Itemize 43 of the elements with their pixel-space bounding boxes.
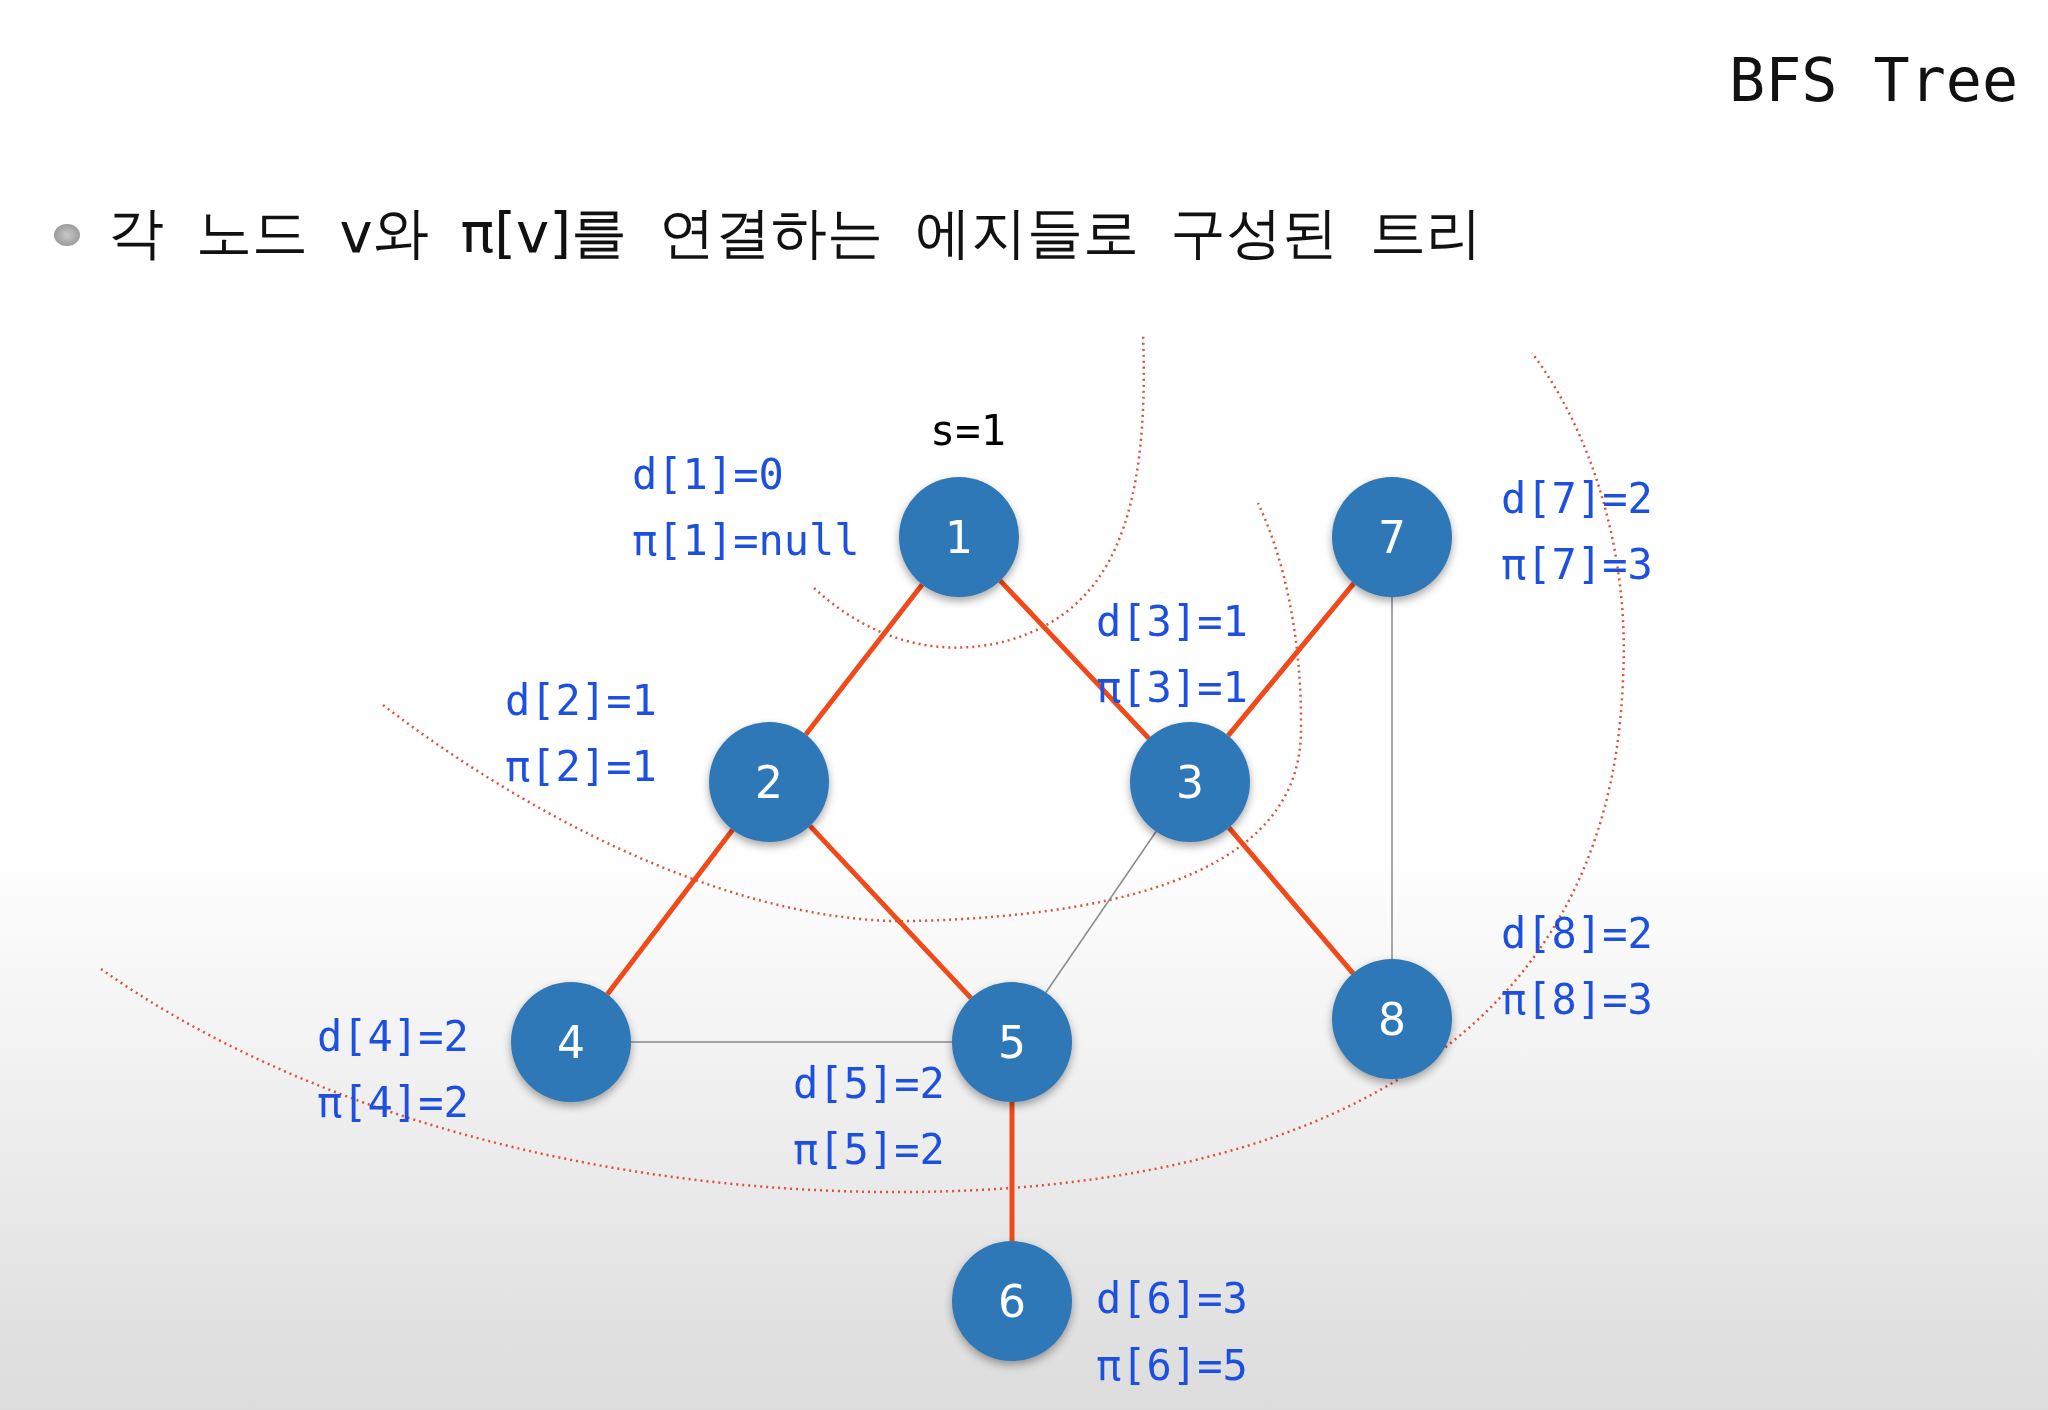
slide-title: BFS Tree — [1729, 45, 2018, 115]
vertex-circle — [952, 982, 1072, 1102]
distance-label: d[1]=0 — [632, 454, 784, 496]
distance-label: d[2]=1 — [505, 680, 657, 722]
vertex-number: 3 — [1176, 756, 1204, 808]
vertex-circle — [1130, 722, 1250, 842]
distance-label: d[7]=2 — [1501, 478, 1653, 520]
distance-label: π[5]=2 — [793, 1129, 945, 1171]
tree-edge — [803, 582, 925, 737]
vertex-circle — [1332, 959, 1452, 1079]
distance-label: π[6]=5 — [1096, 1345, 1248, 1387]
distance-label: d[8]=2 — [1501, 913, 1653, 955]
vertex-number: 7 — [1378, 511, 1406, 563]
tree-edge — [1391, 596, 1393, 960]
vertex-circle — [899, 477, 1019, 597]
source-label: s=1 — [930, 406, 1006, 455]
vertex-circle — [1332, 477, 1452, 597]
distance-label: π[8]=3 — [1501, 979, 1653, 1021]
vertex-circle — [952, 1241, 1072, 1361]
vertex-number: 8 — [1378, 993, 1406, 1045]
vertex-number: 2 — [755, 756, 783, 808]
tree-edge — [605, 828, 735, 996]
bullet-text: 각 노드 v와 π[v]를 연결하는 에지들로 구성된 트리 — [108, 199, 1483, 267]
tree-edge — [630, 1041, 953, 1043]
vertex-circle — [709, 722, 829, 842]
tree-edge — [808, 824, 973, 1000]
tree-edge — [1009, 1102, 1015, 1241]
distance-label: π[7]=3 — [1501, 544, 1653, 586]
tree-edge — [1227, 826, 1355, 975]
distance-label: π[2]=1 — [505, 746, 657, 788]
tree-edge — [998, 578, 1151, 741]
distance-label: d[4]=2 — [317, 1016, 469, 1058]
vertex-number: 6 — [998, 1275, 1026, 1327]
distance-label: d[5]=2 — [793, 1063, 945, 1105]
distance-label: d[3]=1 — [1096, 601, 1248, 643]
distance-label: π[1]=null — [632, 520, 860, 562]
tree-edge — [1226, 581, 1356, 738]
vertex-circle — [511, 982, 631, 1102]
distance-label: d[6]=3 — [1096, 1278, 1248, 1320]
tree-edge — [1045, 830, 1157, 994]
vertex-number: 4 — [557, 1016, 585, 1068]
vertex-number: 1 — [945, 511, 973, 563]
vertex-number: 5 — [998, 1016, 1026, 1068]
